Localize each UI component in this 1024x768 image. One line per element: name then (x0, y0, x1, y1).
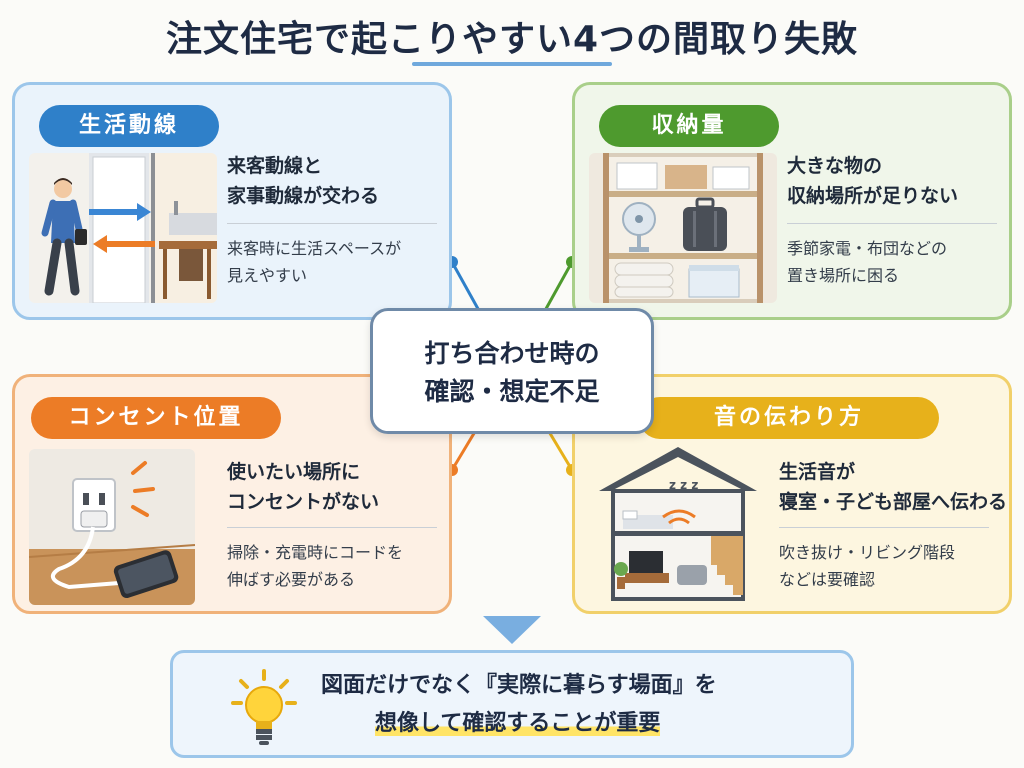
card-label: 収納量 (599, 105, 779, 147)
conclusion-line2: 想像して確認することが重要 (375, 711, 661, 736)
card-heading: 使いたい場所に コンセントがない (227, 457, 379, 517)
card-body: 吹き抜け・リビング階段 などは要確認 (779, 539, 955, 593)
divider (227, 223, 437, 224)
divider (779, 527, 989, 528)
heading-line: 生活音が (779, 461, 856, 483)
conclusion-line1-post: を (694, 673, 717, 698)
down-arrow-icon (483, 616, 541, 644)
house-cross-section-sound-waves-icon: z z z (593, 439, 763, 603)
card-label: 音の伝わり方 (639, 397, 939, 439)
card-label: コンセント位置 (31, 397, 281, 439)
svg-text:z z z: z z z (669, 478, 698, 492)
card-body: 季節家電・布団などの 置き場所に困る (787, 235, 947, 289)
center-cause-box: 打ち合わせ時の 確認・想定不足 (370, 308, 654, 434)
body-line: 見えやすい (227, 266, 308, 285)
conclusion-line1-pre: 図面だけでなく (321, 673, 476, 698)
heading-line: 寝室・子ども部屋へ伝わる (779, 491, 1008, 513)
divider (227, 527, 437, 528)
wall-outlet-phone-cable-icon (29, 449, 195, 605)
heading-line: 家事動線が交わる (227, 185, 380, 207)
center-line: 確認・想定不足 (424, 377, 600, 406)
card-sound-transmission: 音の伝わり方 z z z 生活音が 寝室 (572, 374, 1012, 614)
body-line: 置き場所に困る (787, 266, 900, 285)
card-body: 掃除・充電時にコードを 伸ばす必要がある (227, 539, 403, 593)
body-line: 掃除・充電時にコードを (227, 543, 404, 562)
conclusion-quote: 『実際に暮らす場面』 (475, 673, 695, 698)
page-title: 注文住宅で起こりやすい4つの間取り失敗 (165, 19, 859, 60)
body-line: 来客時に生活スペースが (227, 239, 402, 258)
storage-shelf-fan-suitcase-futon-icon (589, 153, 777, 303)
card-heading: 生活音が 寝室・子ども部屋へ伝わる (779, 457, 1007, 517)
body-line: などは要確認 (779, 570, 876, 589)
person-walking-arrows-kitchen-icon (29, 153, 217, 303)
card-label: 生活動線 (39, 105, 219, 147)
divider (787, 223, 997, 224)
body-line: 季節家電・布団などの (787, 239, 948, 258)
conclusion-text: 図面だけでなく『実際に暮らす場面』を 想像して確認することが重要 (321, 667, 717, 743)
card-heading: 来客動線と 家事動線が交わる (227, 151, 379, 211)
heading-line: 来客動線と (227, 155, 323, 177)
heading-line: 大きな物の (787, 155, 883, 177)
light-bulb-icon (229, 667, 299, 751)
card-living-flow: 生活動線 (12, 82, 452, 320)
heading-line: 使いたい場所に (227, 461, 361, 483)
conclusion-box: 図面だけでなく『実際に暮らす場面』を 想像して確認することが重要 (170, 650, 854, 758)
center-line: 打ち合わせ時の (424, 339, 600, 368)
card-storage: 収納量 (572, 82, 1012, 320)
card-outlet-position: コンセント位置 使いたい場所に コンセントがない (12, 374, 452, 614)
body-line: 吹き抜け・リビング階段 (779, 543, 956, 562)
heading-line: 収納場所が足りない (787, 185, 959, 207)
card-heading: 大きな物の 収納場所が足りない (787, 151, 958, 211)
title-underline (412, 62, 612, 66)
body-line: 伸ばす必要がある (227, 570, 356, 589)
heading-line: コンセントがない (227, 491, 380, 513)
card-body: 来客時に生活スペースが 見えやすい (227, 235, 401, 289)
